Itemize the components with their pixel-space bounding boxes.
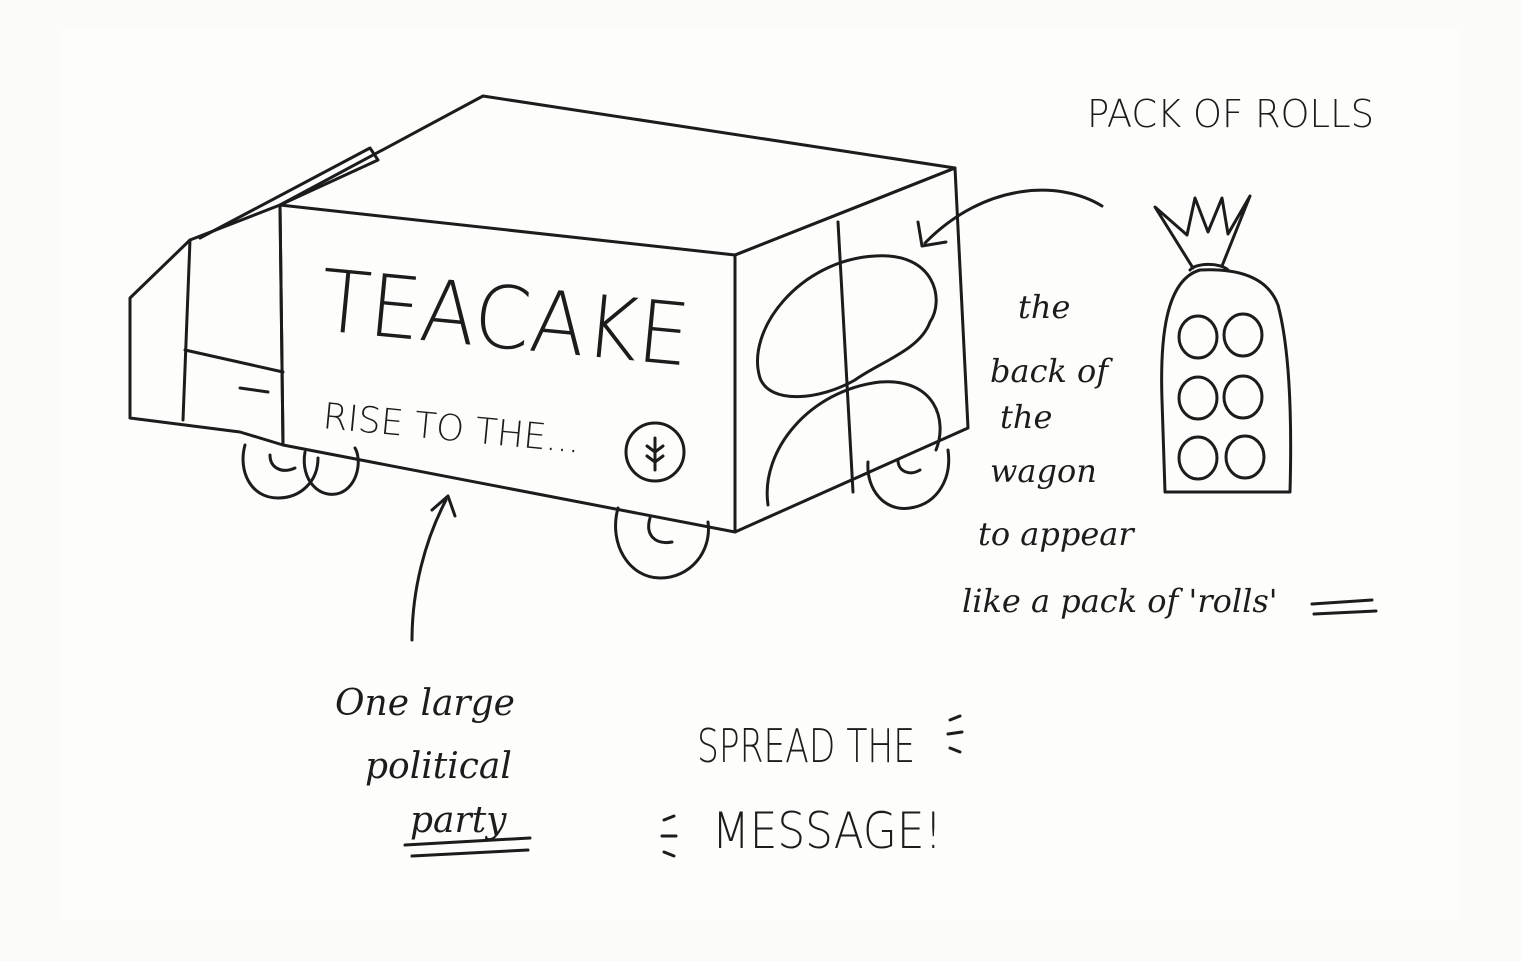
roll — [1177, 314, 1219, 360]
pack-of-rolls-heading: PACK OF ROLLS — [1087, 92, 1374, 136]
roll — [1224, 434, 1266, 480]
roll — [1177, 435, 1219, 481]
left-note-line: One large — [335, 683, 515, 724]
back-wheel — [866, 448, 951, 510]
back-note-line: the — [1018, 288, 1070, 326]
front-wheel — [241, 443, 320, 500]
left-note-line: political — [365, 746, 512, 787]
front-hub — [268, 453, 297, 472]
arrow-up-icon — [410, 494, 457, 642]
back-roll-top — [756, 254, 938, 399]
callout-line-2: MESSAGE! — [712, 802, 942, 860]
cab-door-handle — [238, 386, 270, 394]
roll — [1222, 312, 1264, 358]
rear-hub — [647, 516, 674, 545]
back-hub — [896, 458, 922, 475]
paper-sheet — [60, 30, 1460, 920]
bag-top — [1153, 194, 1252, 270]
emphasis-marks-icon — [946, 714, 964, 754]
emphasis-marks-icon — [660, 814, 678, 858]
wheat-icon — [645, 436, 665, 472]
front-wheel-outer — [302, 446, 360, 496]
pack-of-rolls-drawing — [1153, 194, 1293, 494]
political-party-note: One large political party — [335, 683, 532, 858]
back-roll-bottom — [765, 380, 942, 507]
party-underline — [403, 836, 532, 858]
back-note-line: back of — [990, 352, 1113, 390]
callout-line-1: SPREAD THE — [697, 719, 915, 773]
back-note-line: to appear — [978, 515, 1135, 553]
curved-arrow-icon — [916, 188, 1104, 248]
back-note-line: the — [1000, 398, 1052, 436]
spread-the-message-callout: SPREAD THE MESSAGE! — [660, 714, 964, 860]
roll — [1177, 375, 1219, 421]
truck-drawing — [128, 94, 970, 580]
roll-bag — [1160, 268, 1293, 494]
back-note-line: wagon — [990, 452, 1097, 490]
left-note-line: party — [410, 800, 507, 841]
rolls-underline — [1310, 598, 1378, 616]
back-door-seam — [836, 220, 855, 494]
rear-wheel — [614, 506, 710, 580]
roll — [1222, 374, 1264, 420]
cab-door-line — [181, 238, 192, 422]
cab-window-line — [183, 348, 285, 374]
back-note-line: like a pack of 'rolls' — [962, 582, 1278, 620]
back-note: the back of the wagon to appear like a p… — [962, 288, 1378, 620]
wheat-emblem — [624, 421, 686, 483]
